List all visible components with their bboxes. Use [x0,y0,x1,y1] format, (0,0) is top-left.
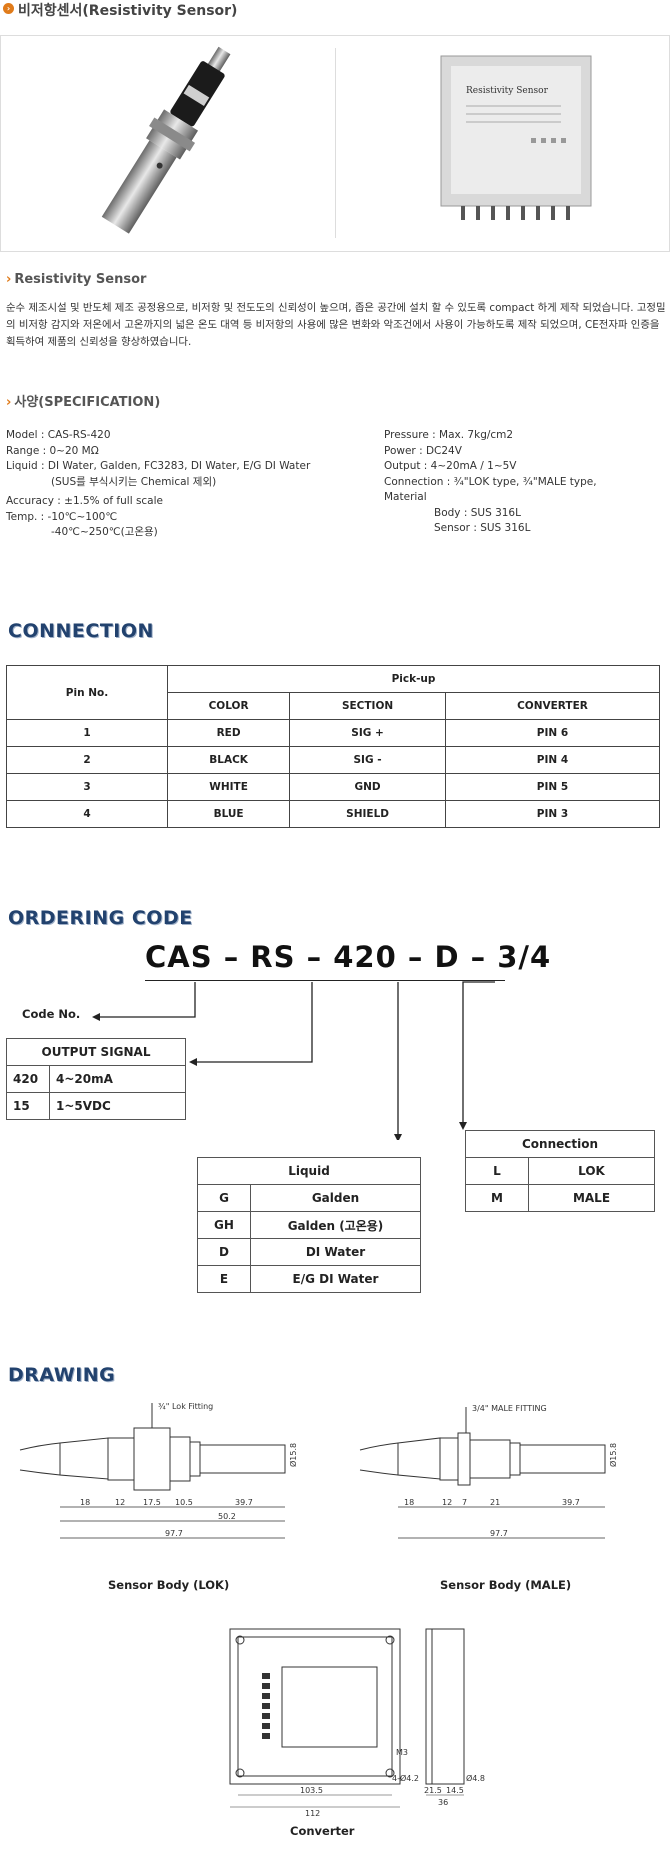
ordering-code: CAS – RS – 420 – D – 3/4 [145,940,552,974]
converter-caption: Converter [290,1824,355,1838]
svg-text:Ø15.8: Ø15.8 [608,1443,618,1467]
svg-text:M3: M3 [396,1748,408,1757]
converter-photo-label: Resistivity Sensor [466,86,549,96]
svg-text:Ø15.8: Ø15.8 [288,1443,298,1467]
intro-body: 순수 제조시설 및 반도체 제조 공정용으로, 비저항 및 전도도의 신뢰성이 … [6,302,666,348]
svg-text:103.5: 103.5 [300,1786,323,1795]
svg-text:21: 21 [490,1498,500,1507]
svg-text:7: 7 [462,1498,467,1507]
intro-heading: ›Resistivity Sensor [6,272,147,287]
svg-text:3/4" MALE FITTING: 3/4" MALE FITTING [472,1404,547,1413]
sensor-photo [101,46,231,234]
male-drawing: 3/4" MALE FITTING 18 12 7 21 39.7 97.7 Ø… [359,1404,618,1539]
svg-text:36: 36 [438,1798,448,1807]
svg-text:Ø4.8: Ø4.8 [466,1773,485,1783]
converter-drawing: 103.5 112 M3 4-Ø4.2 Ø4.8 21.5 14.5 36 [229,1628,485,1818]
converter-photo: Resistivity Sensor [440,55,592,220]
svg-text:21.5: 21.5 [424,1786,442,1795]
code-no-label: Code No. [22,1007,81,1021]
header-bullet-icon: › [3,3,14,14]
connection-heading: CONNECTION [8,620,154,642]
svg-text:10.5: 10.5 [175,1498,193,1507]
male-caption: Sensor Body (MALE) [440,1578,572,1592]
svg-text:¾" Lok Fitting: ¾" Lok Fitting [158,1402,213,1411]
svg-text:112: 112 [305,1809,320,1818]
lok-drawing: ¾" Lok Fitting 18 12 17.5 10.5 39.7 50.2… [19,1402,298,1539]
spec-heading: ›사양(SPECIFICATION) [6,395,161,410]
svg-text:39.7: 39.7 [562,1498,580,1507]
svg-text:4-Ø4.2: 4-Ø4.2 [392,1773,419,1783]
page-title: 비저항센서(Resistivity Sensor) [18,3,238,19]
lok-caption: Sensor Body (LOK) [108,1578,230,1592]
svg-text:12: 12 [115,1498,125,1507]
svg-text:50.2: 50.2 [218,1512,236,1521]
svg-text:18: 18 [404,1498,414,1507]
pin-header: Pin No. [6,665,168,720]
svg-text:97.7: 97.7 [490,1529,508,1538]
ordering-leader-lines [92,980,505,1140]
product-photos: Resistivity Sensor [0,35,670,252]
svg-text:39.7: 39.7 [235,1498,253,1507]
svg-text:97.7: 97.7 [165,1529,183,1538]
svg-text:17.5: 17.5 [143,1498,161,1507]
svg-text:18: 18 [80,1498,90,1507]
ordering-heading: ORDERING CODE [8,907,193,929]
svg-text:12: 12 [442,1498,452,1507]
svg-text:14.5: 14.5 [446,1786,464,1795]
photo-divider [335,48,336,238]
pickup-header: Pick-up [167,665,660,693]
drawing-heading: DRAWING [8,1364,116,1386]
